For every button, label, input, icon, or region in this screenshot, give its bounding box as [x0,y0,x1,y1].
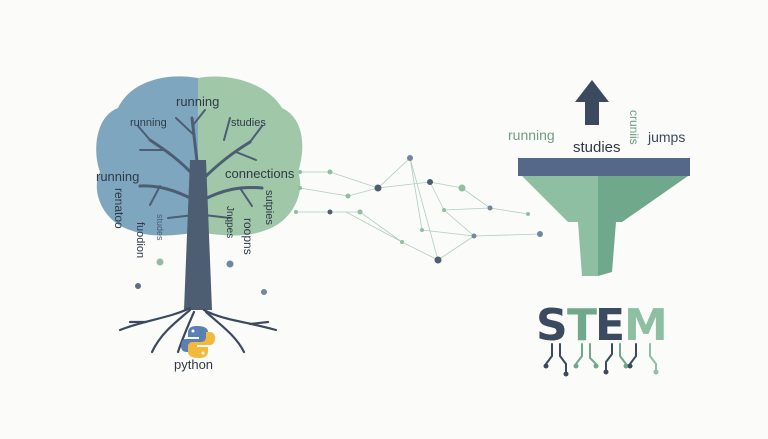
funnel-word-rotated: cruniis [627,110,641,145]
stem-letter-e: E [595,300,625,351]
tree-roots [118,306,278,354]
funnel-word-running: running [508,127,555,143]
tree-rotated-word-2: fuodion [134,222,146,258]
funnel-spout-right [598,222,616,276]
funnel-spout-left [578,222,598,276]
python-logo-icon [181,326,215,358]
network-graph-icon [294,155,543,264]
tree-trunk [184,160,212,310]
funnel-word-studies: studies [573,139,621,156]
tree-rotated-word-6: sutpies [263,190,275,225]
tree-rotated-word-4: Jnqpes [224,206,235,238]
tree-icon: running running studies running connecti… [96,76,303,372]
tree-word-right-2: connections [225,166,295,181]
tree-rotated-word-1: renatoo [112,188,126,229]
arrow-up-icon [575,80,609,125]
network-nodes [294,155,543,264]
python-label: python [174,357,213,372]
funnel-word-jumps: jumps [647,129,685,145]
tree-dots [135,258,267,295]
funnel-body-right [598,176,688,222]
tree-rotated-word-5: roopns [241,218,255,255]
stem-letter-s: S [536,300,568,351]
funnel-rim [518,158,690,176]
tree-canopy [96,76,303,236]
tree-word-right-1: studies [231,117,266,129]
funnel-body-left [522,176,598,222]
tree-word-left-2: running [96,169,139,184]
stem-roots [545,343,657,373]
tree-word-left-1: running [130,117,167,129]
tree-rotated-word-3: studes [155,214,165,241]
tree-word-top: running [176,94,219,109]
canopy-right [198,76,303,236]
stem-root-nodes [543,363,659,377]
funnel-icon: running studies cruniis jumps S T E M [508,80,690,377]
stem-letter-m: M [624,300,668,351]
canopy-left [96,76,198,236]
stem-word: S T E M [536,300,668,351]
stem-letter-t: T [567,300,597,351]
